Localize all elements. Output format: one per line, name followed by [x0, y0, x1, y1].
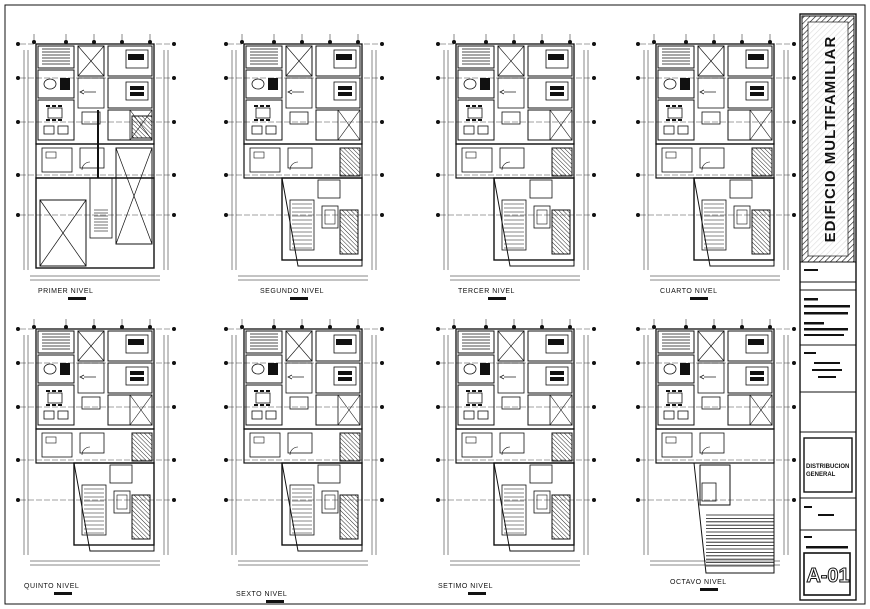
plan-label-underline [54, 592, 72, 595]
sheet-border [4, 4, 866, 605]
floor-plan [636, 319, 796, 574]
floor-plans [16, 34, 796, 574]
floor-plan [436, 319, 596, 566]
plan-label: SEXTO NIVEL [236, 591, 288, 598]
plan-label-underline [488, 297, 506, 300]
plan-label-underline [290, 297, 308, 300]
plan-label: OCTAVO NIVEL [670, 579, 727, 586]
plan-label-underline [68, 297, 86, 300]
plan-label: SETIMO NIVEL [438, 583, 494, 590]
plan-label: SEGUNDO NIVEL [260, 288, 325, 295]
plan-label-underline [700, 588, 718, 591]
sheet-number: A-01 [806, 565, 849, 587]
floor-plan [636, 34, 796, 281]
floor-plan [436, 34, 596, 281]
plan-label: QUINTO NIVEL [24, 583, 80, 590]
floor-plan [224, 319, 384, 566]
floor-plan [224, 34, 384, 281]
project-title-frame [807, 21, 849, 257]
floor-plan [16, 319, 176, 566]
project-title: EDIFICIO MULTIFAMILIAR [822, 36, 839, 243]
plan-label-underline [266, 600, 284, 603]
plan-label-underline [468, 592, 486, 595]
plan-label: PRIMER NIVEL [38, 288, 94, 295]
plan-label: TERCER NIVEL [458, 288, 515, 295]
plan-label: CUARTO NIVEL [660, 288, 718, 295]
plan-label-underline [690, 297, 708, 300]
floor-plan [16, 34, 176, 281]
